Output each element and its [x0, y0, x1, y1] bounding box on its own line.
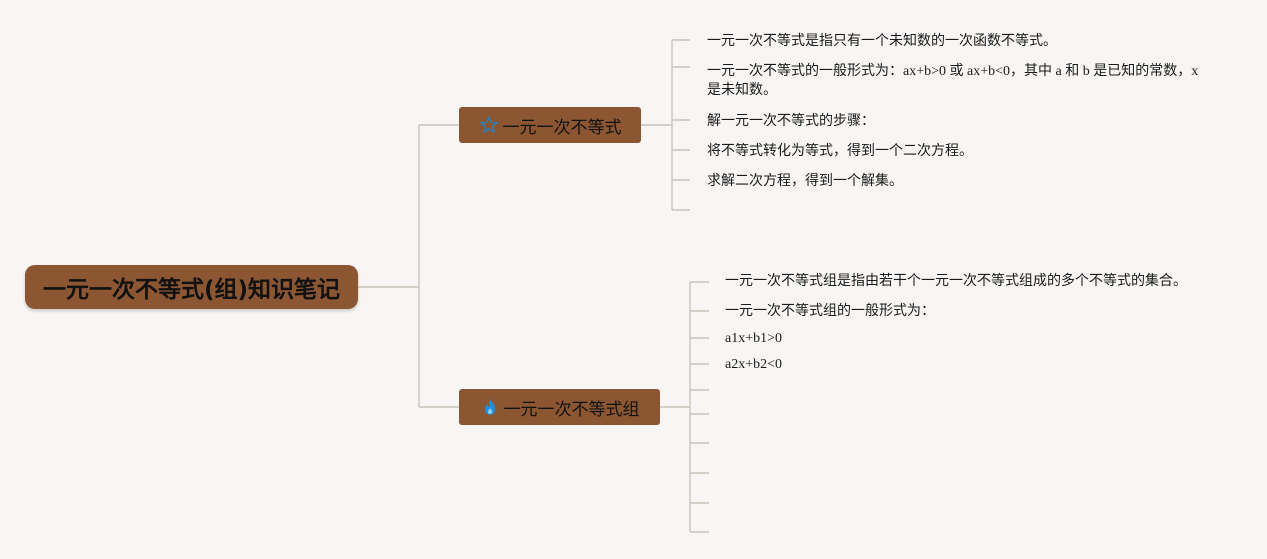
- leaf-inequality-2[interactable]: a2x+b2<0: [725, 357, 783, 372]
- flame-icon: [480, 397, 500, 417]
- leaf-solve-steps[interactable]: 解一元一次不等式的步骤：: [707, 114, 875, 129]
- leaf-general-form[interactable]: 一元一次不等式的一般形式为：ax+b>0 或 ax+b<0，其中 a 和 b 是…: [707, 64, 1199, 98]
- branch-label: 一元一次不等式: [502, 117, 622, 138]
- leaf-system-definition[interactable]: 一元一次不等式组是指由若干个一元一次不等式组成的多个不等式的集合。: [725, 274, 1187, 289]
- star-icon: [479, 115, 499, 135]
- branch-node-inequality-system[interactable]: 一元一次不等式组: [459, 389, 660, 425]
- leaf-step-solve[interactable]: 求解二次方程，得到一个解集。: [707, 174, 903, 189]
- root-title: 一元一次不等式(组)知识笔记: [42, 277, 341, 303]
- branch-label: 一元一次不等式组: [503, 399, 640, 420]
- leaf-step-convert[interactable]: 将不等式转化为等式，得到一个二次方程。: [707, 144, 973, 159]
- leaf-definition[interactable]: 一元一次不等式是指只有一个未知数的一次函数不等式。: [707, 34, 1057, 49]
- leaf-system-general-form[interactable]: 一元一次不等式组的一般形式为：: [725, 304, 935, 319]
- branch-node-inequality[interactable]: 一元一次不等式: [459, 107, 641, 143]
- leaf-inequality-1[interactable]: a1x+b1>0: [725, 331, 783, 346]
- root-node[interactable]: 一元一次不等式(组)知识笔记: [25, 265, 358, 309]
